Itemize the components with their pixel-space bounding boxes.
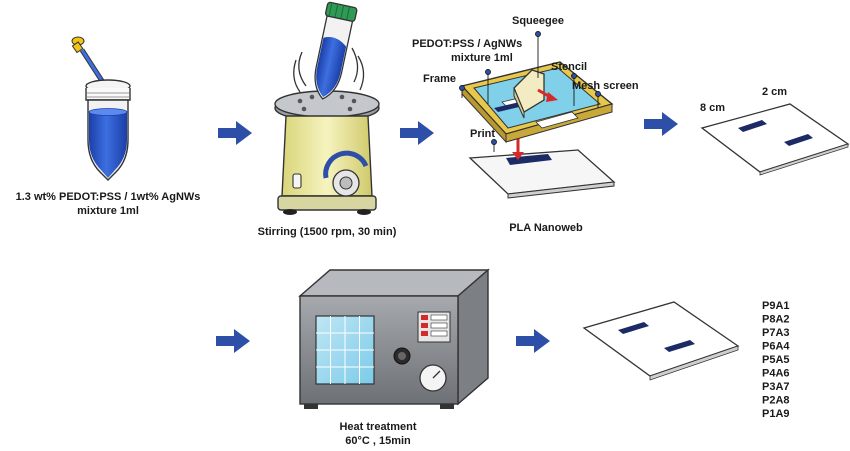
arrow-icon [644, 112, 678, 136]
sample-code: P6A4 [762, 341, 790, 353]
mixture-label-line1: PEDOT:PSS / AgNWs [412, 38, 522, 50]
leader-lines [459, 31, 601, 152]
stencil-label: Stencil [551, 61, 587, 73]
step3-screen-print-group: Squeegee PEDOT:PSS / AgNWs mixture 1ml S… [412, 15, 639, 234]
pla-nanoweb-substrate [468, 149, 616, 199]
sample-code: P5A5 [762, 354, 790, 366]
step5-caption-line1: Heat treatment [339, 421, 416, 433]
step5-caption-line2: 60°C , 15min [345, 435, 411, 447]
centrifuge-tube-icon [85, 79, 131, 181]
squeegee-icon [513, 69, 545, 119]
sample-code: P7A3 [762, 327, 790, 339]
arrow-icon [216, 329, 250, 353]
sample-code: P1A9 [762, 408, 790, 420]
pla-nanoweb-label: PLA Nanoweb [509, 222, 583, 234]
squeegee-label: Squeegee [512, 15, 564, 27]
print-label: Print [470, 128, 495, 140]
sample-code: P8A2 [762, 314, 790, 326]
dim-width-label: 2 cm [762, 86, 787, 98]
sample-code: P4A6 [762, 368, 790, 380]
step5-oven-group: Heat treatment 60°C , 15min [298, 268, 490, 447]
sample-code: P2A8 [762, 395, 790, 407]
arrow-icon [218, 121, 252, 145]
step6-final-sample-group [582, 301, 740, 381]
print-arrow-icon [512, 138, 524, 160]
step1-caption-line2: mixture 1ml [77, 205, 139, 217]
dim-length-label: 8 cm [700, 102, 725, 114]
direction-arrow-icon [537, 88, 558, 102]
sample-code: P3A7 [762, 381, 790, 393]
oven-icon [298, 268, 490, 409]
step2-caption: Stirring (1500 rpm, 30 min) [258, 226, 397, 238]
arrow-icon [516, 329, 550, 353]
mixture-label-line2: mixture 1ml [451, 52, 513, 64]
printed-sample-card [700, 103, 850, 176]
pipette-icon [71, 36, 107, 86]
step1-tube-group: 1.3 wt% PEDOT:PSS / 1wt% AgNWs mixture 1… [16, 36, 201, 217]
sample-code: P9A1 [762, 300, 790, 312]
step1-caption-line1: 1.3 wt% PEDOT:PSS / 1wt% AgNWs [16, 191, 201, 203]
mesh-screen-label: Mesh screen [572, 80, 639, 92]
final-sample-card [582, 301, 740, 381]
step4-sample-group: 8 cm 2 cm [700, 86, 850, 176]
stirrer-icon [274, 1, 380, 215]
step2-stirrer-group: Stirring (1500 rpm, 30 min) [258, 1, 397, 238]
arrow-icon [400, 121, 434, 145]
frame-label: Frame [423, 73, 456, 85]
